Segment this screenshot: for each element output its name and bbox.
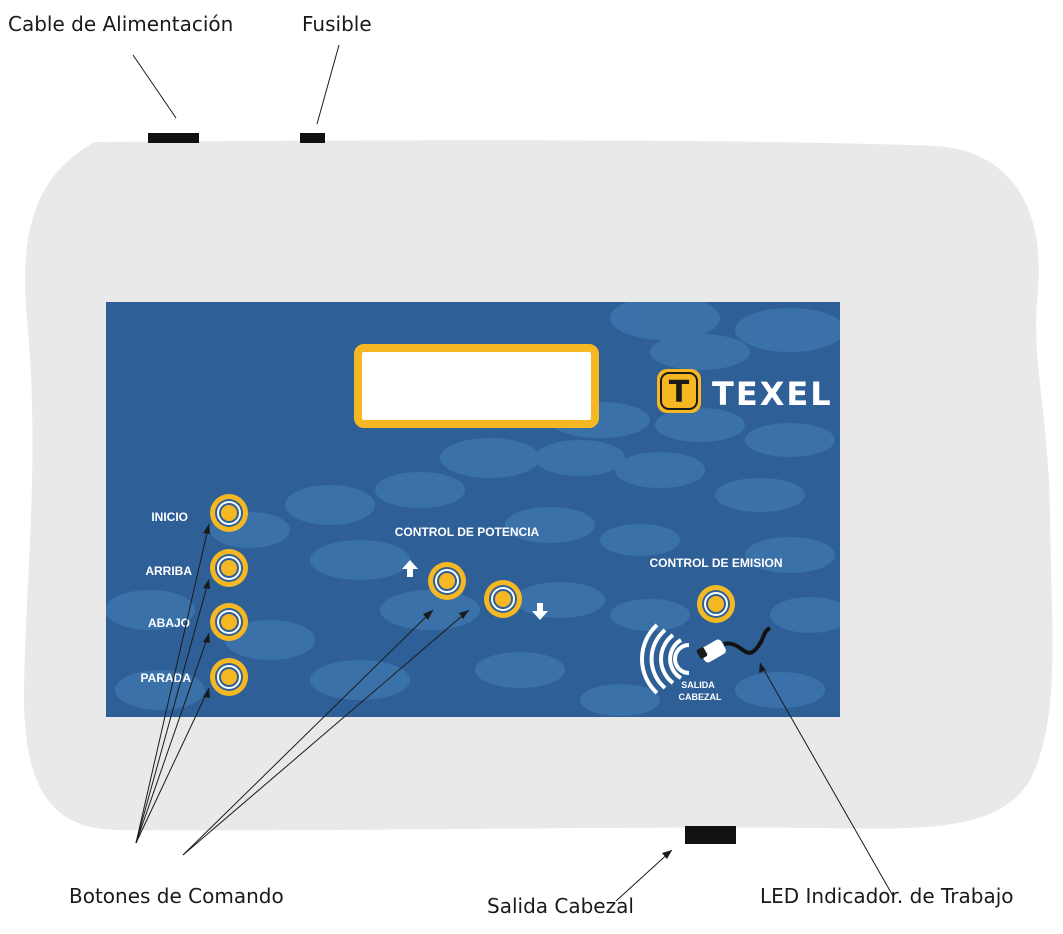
logo-mark: T: [669, 375, 690, 410]
emission-led: [697, 585, 735, 623]
fuse-callout: Fusible: [302, 12, 372, 36]
down-label: ABAJO: [148, 616, 190, 630]
brand-name: TEXEL: [712, 375, 833, 413]
power-control-label: CONTROL DE POTENCIA: [395, 525, 540, 539]
emission-control-label: CONTROL DE EMISION: [649, 556, 782, 570]
head-output-port: [685, 826, 736, 844]
start-label: INICIO: [151, 510, 188, 524]
up-arrow-icon: [402, 560, 418, 577]
arrowheads: [203, 524, 766, 859]
leader-lines: [132, 44, 894, 902]
head-output-label-line2: CABEZAL: [679, 692, 722, 702]
up-label: ARRIBA: [145, 564, 192, 578]
command-buttons-callout: Botones de Comando: [69, 884, 284, 908]
down-arrow-icon: [532, 603, 548, 620]
work-led-callout: LED Indicador. de Trabajo: [760, 884, 1014, 908]
lcd-display: [354, 344, 599, 428]
power-up-button[interactable]: [428, 562, 466, 600]
down-button[interactable]: [210, 603, 248, 641]
stop-label: PARADA: [141, 671, 192, 685]
probe-icon: [696, 626, 772, 663]
power-cable-port: [148, 133, 199, 143]
power-cable-callout: Cable de Alimentación: [8, 12, 233, 36]
power-down-button[interactable]: [484, 580, 522, 618]
fuse-port: [300, 133, 325, 143]
head-output-callout: Salida Cabezal: [487, 894, 634, 918]
texel-logo-icon: T: [657, 369, 701, 413]
wireless-waves-icon: [639, 623, 690, 695]
up-button[interactable]: [210, 549, 248, 587]
head-output-label-line1: SALIDA: [681, 680, 715, 690]
stop-button[interactable]: [210, 658, 248, 696]
start-button[interactable]: [210, 494, 248, 532]
